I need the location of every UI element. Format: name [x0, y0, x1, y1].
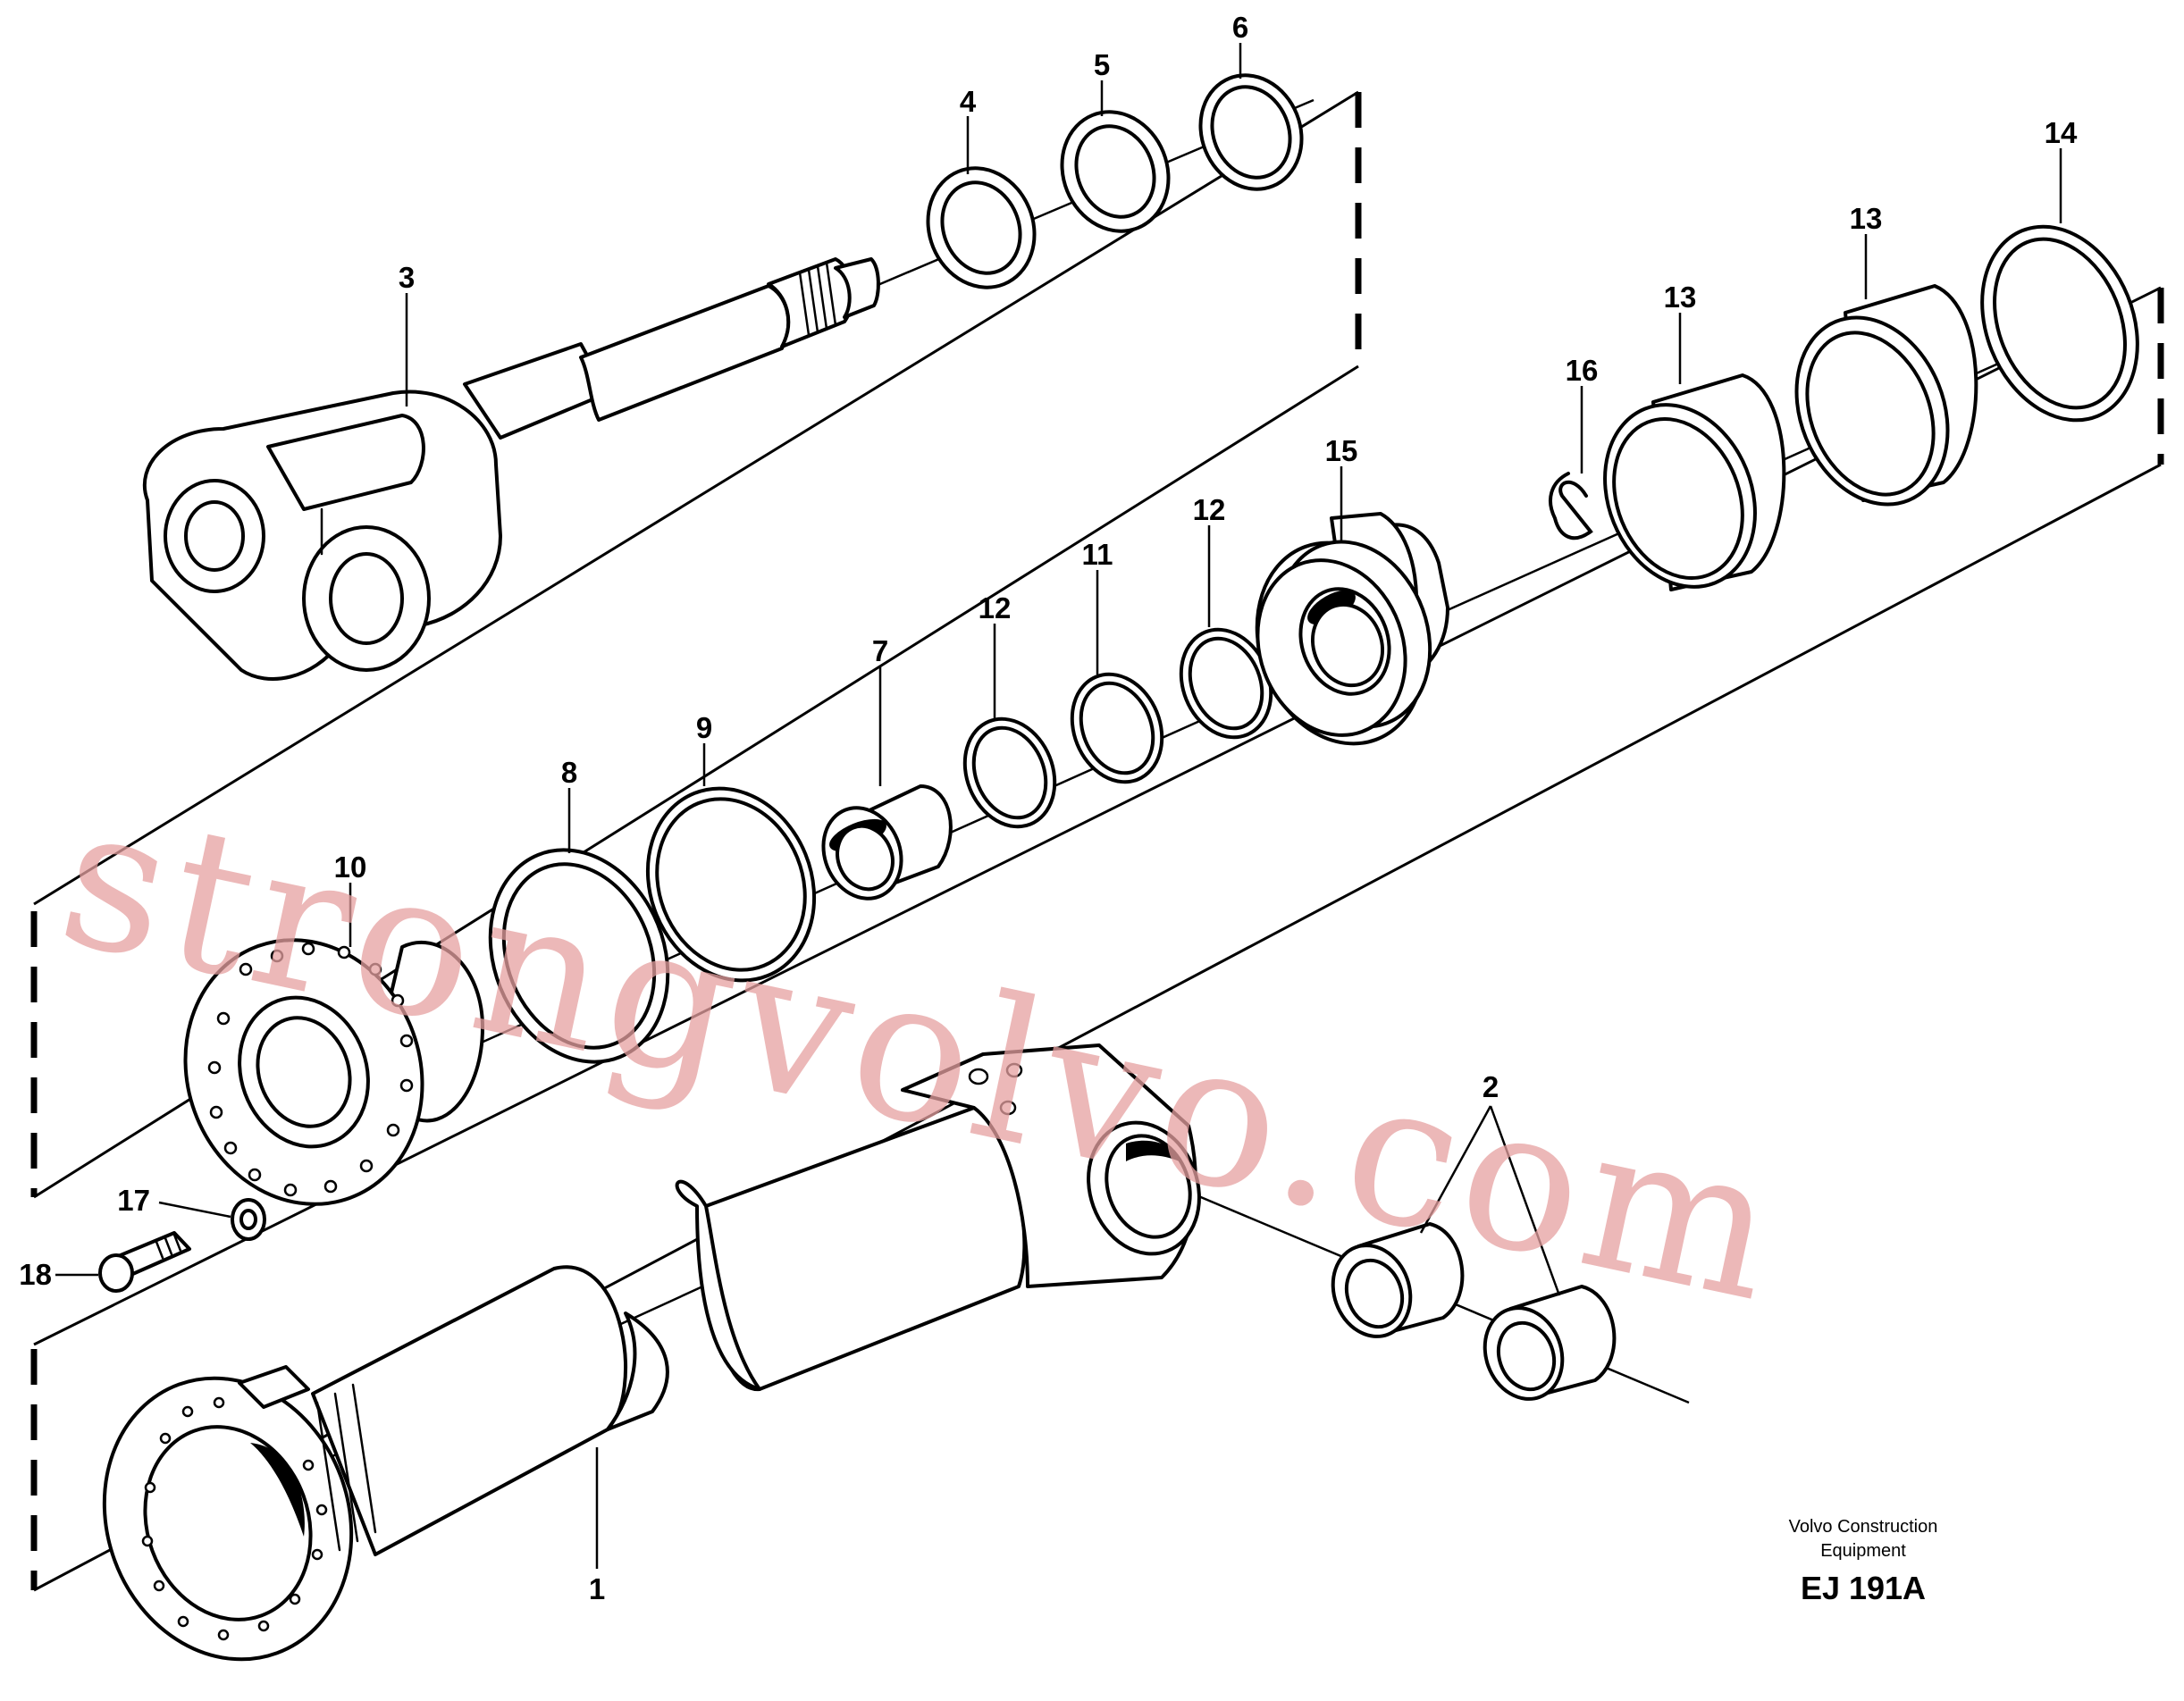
- callout-15: 15: [1325, 434, 1358, 467]
- callout-8: 8: [561, 756, 577, 789]
- eye-bushings: [1331, 1222, 1617, 1401]
- callout-6: 6: [1232, 11, 1248, 44]
- caption-company-line2: Equipment: [1820, 1541, 1906, 1561]
- callout-18: 18: [19, 1258, 52, 1291]
- callout-2: 2: [1483, 1070, 1499, 1103]
- callout-3: 3: [399, 261, 415, 294]
- caption-figure-code: EJ 191A: [1801, 1570, 1926, 1606]
- leader-lines: [55, 43, 2062, 1569]
- piston: [1255, 512, 1449, 746]
- lock-ring: [1549, 472, 1593, 540]
- callout-11: 11: [1082, 538, 1113, 571]
- rod-seals: [926, 73, 1304, 289]
- callout-9: 9: [696, 711, 712, 744]
- callout-4: 4: [960, 85, 977, 118]
- callout-5: 5: [1094, 48, 1110, 81]
- cylinder-tube: [102, 1043, 1201, 1662]
- cylinder-head: [183, 938, 484, 1206]
- piston-rod-clevis: [142, 257, 880, 681]
- piston-o-rings: [962, 627, 1273, 829]
- head-seals: [488, 786, 817, 1064]
- callout-12-upper: 12: [1193, 493, 1226, 526]
- callout-12-lower: 12: [979, 591, 1012, 624]
- piston-rings: [1603, 224, 2139, 591]
- washer-and-screw: [98, 1198, 266, 1293]
- caption-company-line1: Volvo Construction: [1789, 1517, 1938, 1537]
- callout-13-lower: 13: [1664, 281, 1697, 314]
- callout-1: 1: [589, 1572, 605, 1605]
- callout-13-upper: 13: [1850, 202, 1883, 235]
- callout-labels: 1 2 3 4 5 6 7 8 9 10 11 12 12 13 13 14 1…: [19, 11, 2078, 1605]
- callout-14: 14: [2045, 116, 2078, 149]
- figure-caption: Volvo Construction Equipment EJ 191A: [1789, 1517, 1938, 1606]
- callout-17: 17: [117, 1184, 150, 1217]
- callout-10: 10: [334, 850, 367, 884]
- callout-16: 16: [1566, 354, 1599, 387]
- callout-7: 7: [872, 634, 888, 667]
- guide-bushing: [821, 784, 953, 901]
